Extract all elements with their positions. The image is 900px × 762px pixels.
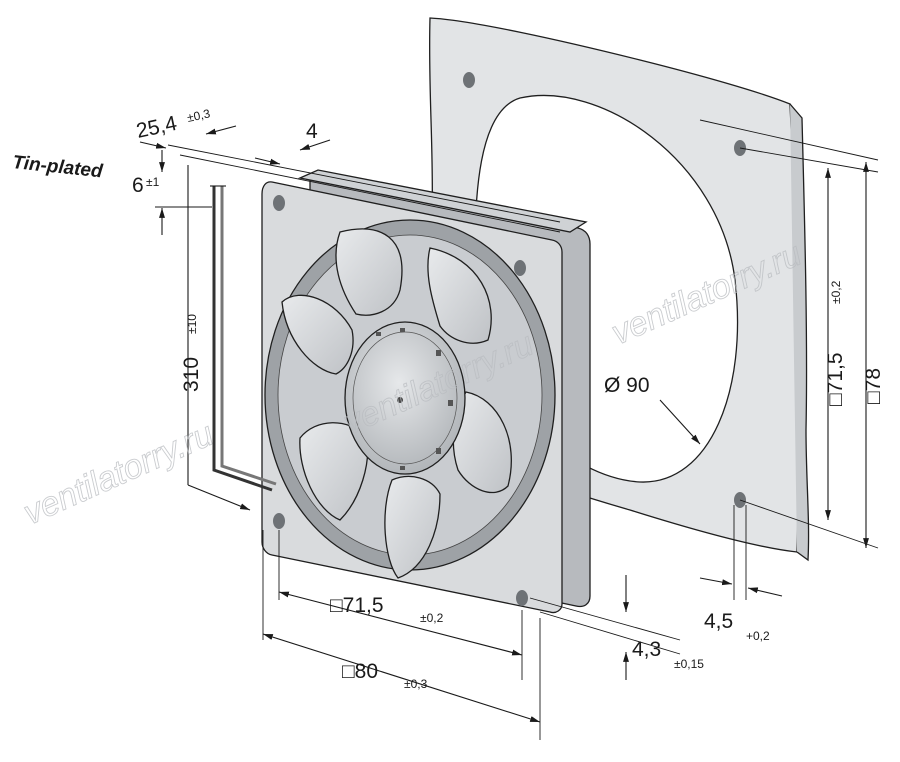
fan-hole-bl (273, 513, 285, 529)
fan-blade (384, 475, 441, 579)
dim-gasket-size-value: □78 (862, 368, 885, 404)
dim-gasket-hole-spacing-value: □71,5 (824, 352, 847, 406)
dim-flange-value: 4,3 (632, 638, 661, 661)
dim-gasket-hole-spacing-tol: ±0,2 (829, 280, 843, 304)
dim-width-top-value: 25,4 (134, 112, 179, 143)
fan-hub (344, 321, 466, 475)
dim-width-top-tol: ±0,3 (186, 106, 212, 125)
dim-lead-end-tol: ±1 (146, 175, 160, 189)
dim-cable-length-tol: ±10 (185, 314, 199, 334)
dim-lead-end-value: 6 (132, 174, 144, 197)
tin-plated-label: Tin-plated (11, 152, 104, 182)
gasket-hole-tl (463, 72, 475, 88)
watermark-text: ventilatorry.ru (18, 415, 219, 532)
fan-impeller (281, 228, 512, 579)
dim-fan-hole-spacing-value: □71,5 (330, 594, 384, 617)
dim-hole-small-tol: +0,2 (746, 629, 770, 643)
dim-cable-length-value: 310 (180, 357, 203, 392)
fan-blade (281, 294, 354, 375)
dim-fan-size-tol: ±0,3 (404, 677, 428, 691)
dim-hole-small-value: 4,5 (704, 610, 733, 633)
dim-hole-dia-value: Ø 90 (604, 374, 650, 397)
dim-fan-hole-spacing-tol: ±0,2 (420, 611, 444, 625)
fan-hole-br (516, 590, 528, 606)
dim-flange-tol: ±0,15 (674, 657, 704, 671)
fan-blade (299, 422, 369, 521)
fan-hole-tr (514, 260, 526, 276)
dimension-lines (139, 119, 879, 740)
dim-spacing-top-value: 4 (306, 120, 318, 143)
fan-blade (427, 247, 492, 344)
fan-blade (335, 228, 403, 316)
dim-fan-size-value: □80 (342, 660, 378, 683)
fan-hole-tl (273, 195, 285, 211)
lead-wires (210, 185, 277, 492)
